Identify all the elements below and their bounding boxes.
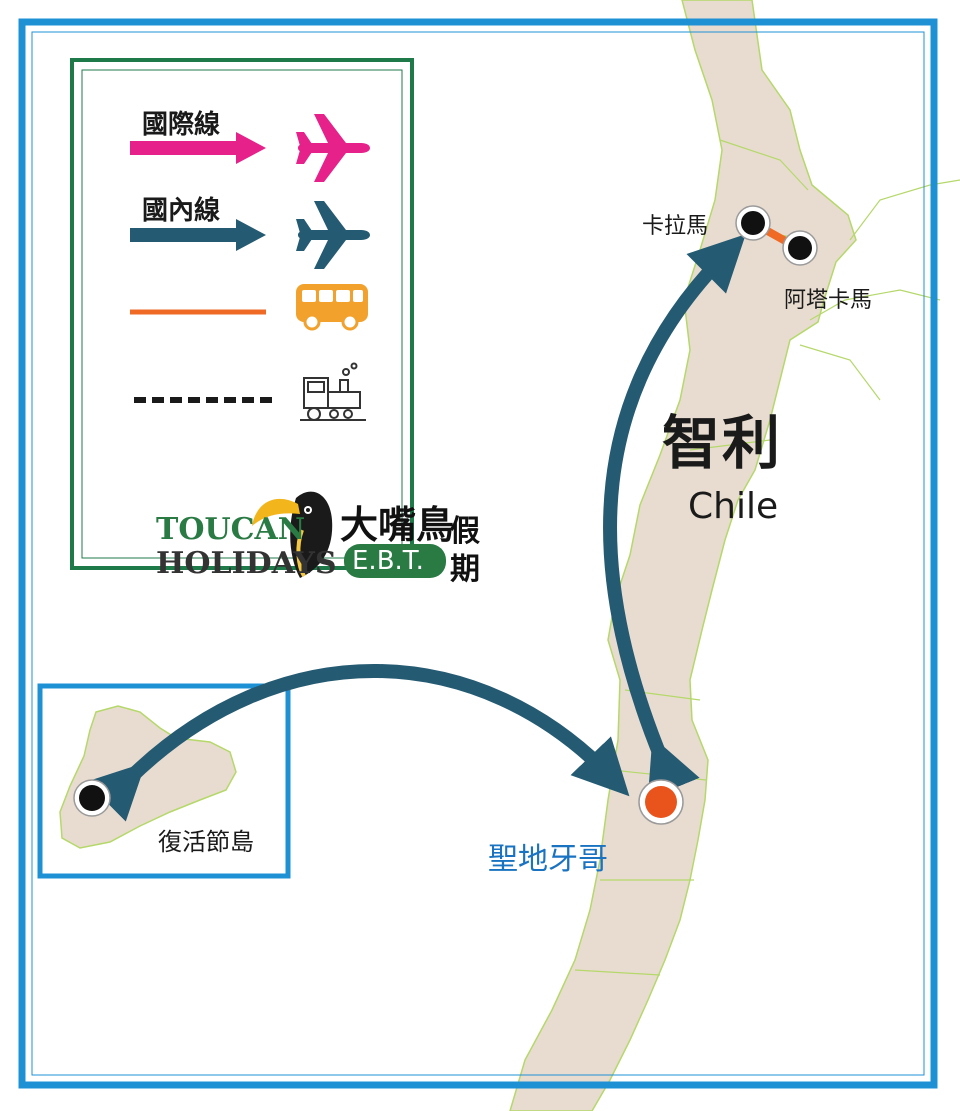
place-label-santiago: 聖地牙哥 bbox=[488, 842, 608, 877]
toucan-icon bbox=[252, 491, 333, 578]
city-marker-easter-island bbox=[73, 779, 111, 817]
legend-international-label: 國際線 bbox=[142, 110, 221, 140]
logo-line-holidays: HOLIDAYS bbox=[156, 546, 337, 581]
place-label-atacama: 阿塔卡馬 bbox=[784, 288, 873, 313]
route-santiago-calama bbox=[603, 234, 746, 800]
logo-zh-holiday-1: 假 bbox=[450, 514, 480, 549]
airplane-icon bbox=[296, 114, 370, 182]
city-marker-calama bbox=[735, 205, 771, 241]
legend-domestic-label: 國內線 bbox=[142, 196, 221, 226]
city-marker-atacama bbox=[782, 230, 818, 266]
logo-zh-holiday-2: 期 bbox=[450, 552, 480, 587]
airplane-icon bbox=[296, 201, 370, 269]
logo-line-toucan: TOUCAN bbox=[156, 512, 306, 547]
place-label-calama: 卡拉馬 bbox=[642, 214, 709, 239]
city-marker-santiago bbox=[638, 779, 684, 825]
country-name-zh: 智利 bbox=[662, 409, 783, 477]
international-arrow bbox=[236, 132, 266, 164]
logo-ebt: E.B.T. bbox=[352, 546, 424, 576]
train-icon bbox=[300, 362, 366, 421]
map-frame bbox=[18, 18, 938, 1089]
route-easter-santiago bbox=[86, 664, 630, 822]
country-name-en: Chile bbox=[688, 486, 779, 527]
domestic-arrow bbox=[236, 219, 266, 251]
bus-icon bbox=[296, 284, 368, 331]
chile-landmass bbox=[509, 0, 857, 1111]
logo-zh-name: 大嘴鳥 bbox=[340, 502, 455, 547]
place-label-easter-island: 復活節島 bbox=[158, 828, 254, 856]
ebt-badge bbox=[344, 544, 446, 578]
